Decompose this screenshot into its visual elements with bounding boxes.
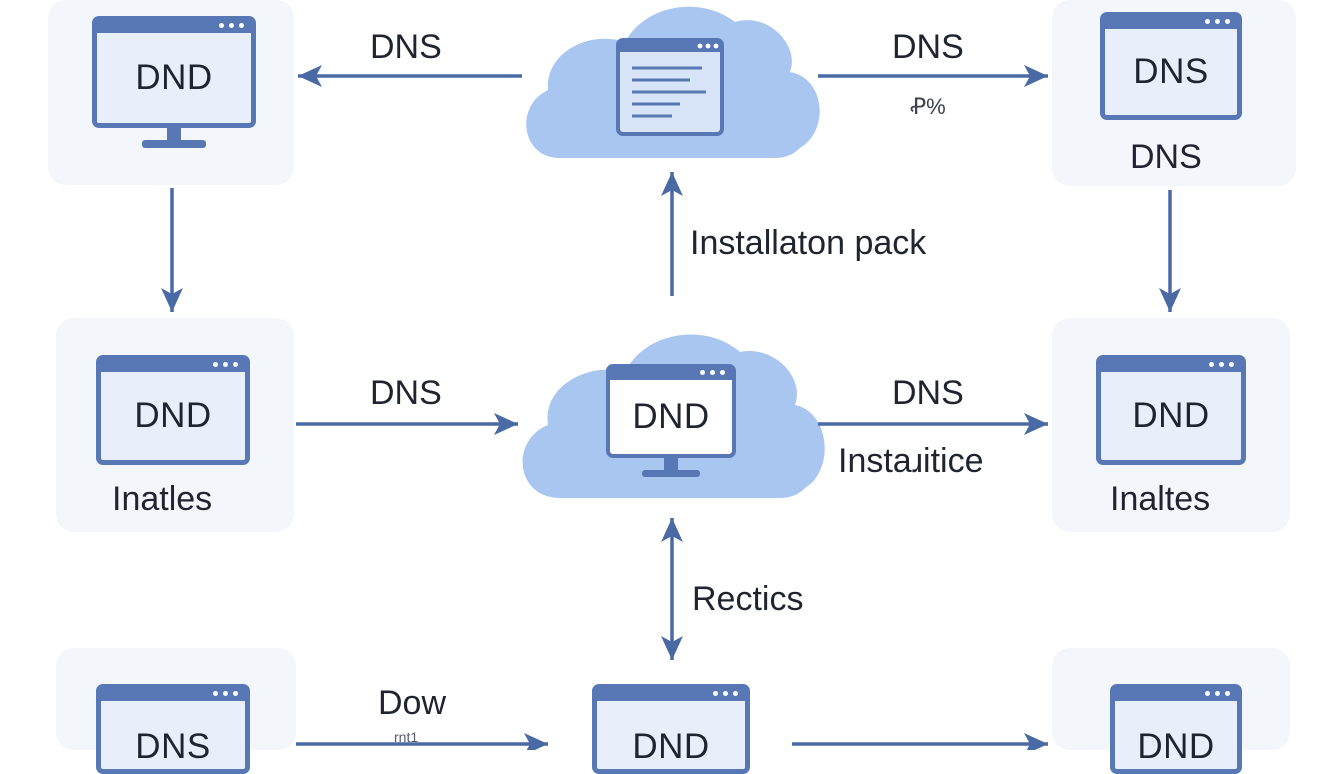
- window-mid-left: DND: [96, 355, 250, 465]
- window-bottom-right: DND: [1110, 684, 1242, 774]
- edge-label: Installaton pack: [690, 224, 927, 262]
- node-screen-text: DND: [1137, 727, 1215, 766]
- node-screen-text: DND: [134, 396, 212, 435]
- window-bottom-left: DNS: [96, 684, 250, 774]
- node-caption: DNS: [1130, 138, 1202, 176]
- node-screen-text: DND: [632, 727, 710, 766]
- document-window-icon: [616, 38, 724, 136]
- edge-sublabel: Ꝓ%: [910, 94, 946, 119]
- edge-label: DNS: [892, 374, 964, 412]
- edge-label: DNS: [370, 28, 442, 66]
- monitor-base-icon: [142, 140, 206, 148]
- node-caption: Inatles: [112, 480, 213, 518]
- edge-sublabel: rnt1: [394, 729, 419, 745]
- monitor-stand-icon: [664, 458, 678, 470]
- node-caption: Inaltes: [1110, 480, 1211, 518]
- monitor-base-icon: [642, 470, 700, 477]
- node-screen-text: DND: [632, 397, 710, 436]
- window-bottom-center: DND: [592, 684, 750, 774]
- window-mid-right: DND: [1096, 355, 1246, 465]
- edge-sublabel: Instaɹitice: [838, 442, 984, 480]
- node-screen-text: DNS: [135, 727, 211, 766]
- node-screen-text: DND: [1132, 396, 1210, 435]
- node-screen-text: DND: [135, 58, 213, 97]
- diagram-canvas: [161, 6, 1181, 750]
- edge-label: DNS: [892, 28, 964, 66]
- window-top-right: DNS: [1100, 12, 1242, 120]
- monitor-mid-center: DND: [606, 364, 736, 458]
- monitor-top-left: DND: [92, 16, 256, 128]
- edge-label: Dow: [378, 684, 447, 722]
- monitor-stand-icon: [167, 128, 181, 140]
- edge-label: DNS: [370, 374, 442, 412]
- edge-label: Rectics: [692, 580, 804, 618]
- node-screen-text: DNS: [1133, 52, 1209, 91]
